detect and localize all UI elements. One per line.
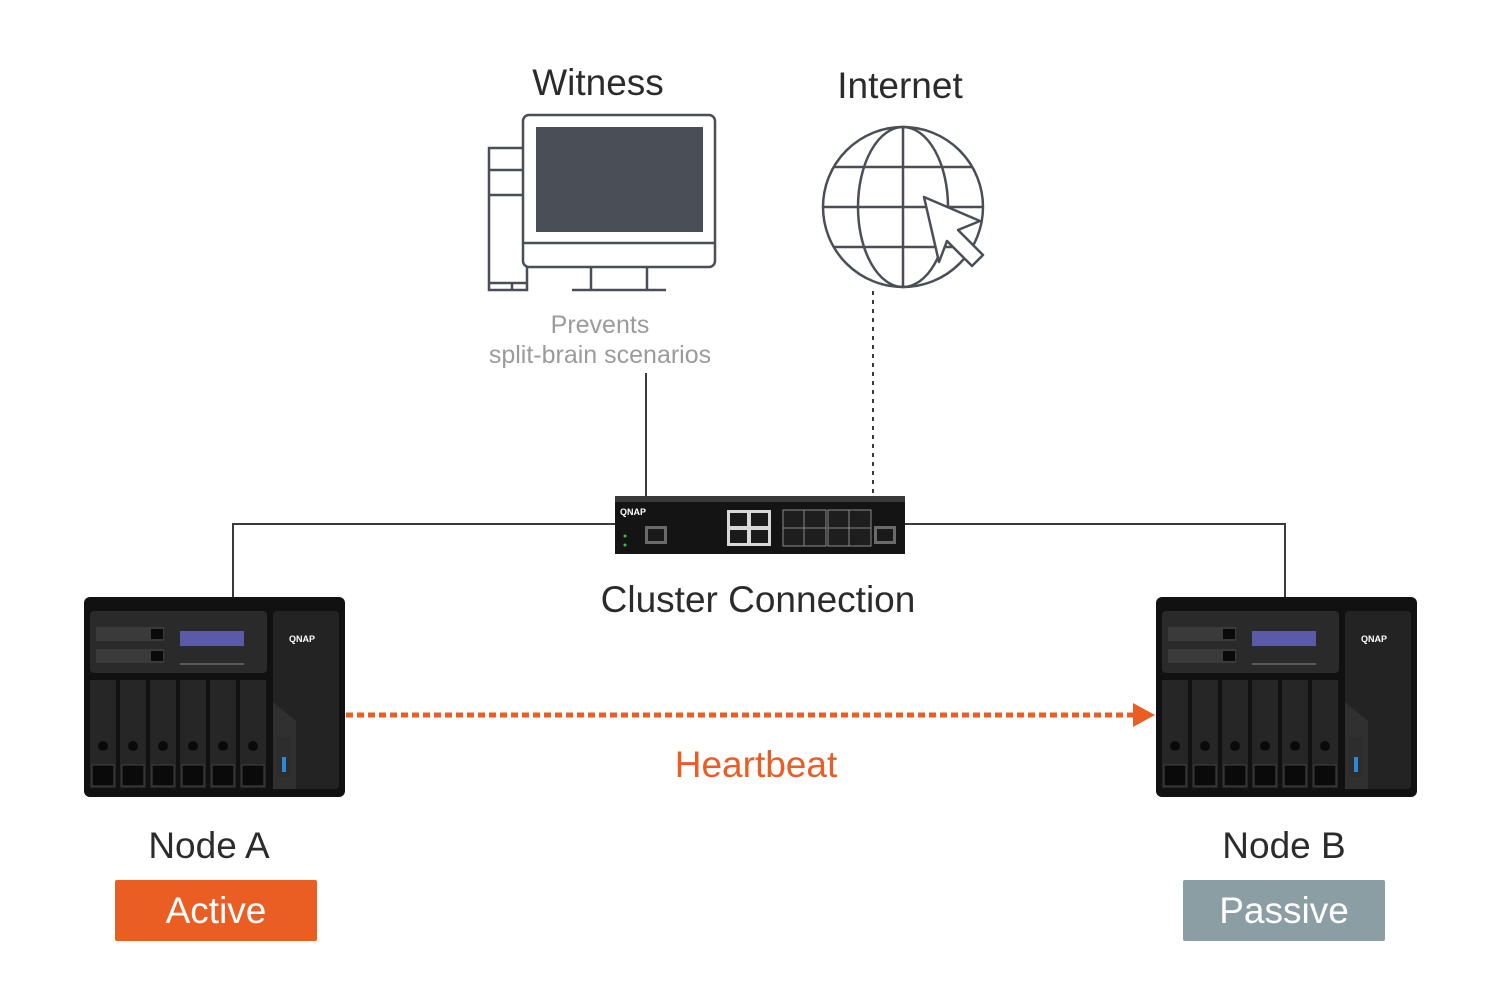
heartbeat-label: Heartbeat: [674, 744, 838, 785]
globe-cursor-icon: [821, 125, 985, 289]
heartbeat-arrow: [346, 703, 1155, 727]
witness-note: Prevents split-brain scenarios: [450, 310, 750, 370]
network-switch: QNAP: [615, 496, 905, 554]
node-b-label: Node B: [1222, 825, 1346, 866]
nas-brand-a: QNAP: [289, 634, 315, 644]
sfp-port-group: [782, 509, 872, 547]
witness-label: Witness: [532, 62, 664, 103]
switch-brand: QNAP: [620, 507, 646, 517]
nas-brand-b: QNAP: [1361, 634, 1387, 644]
cluster-connection-label: Cluster Connection: [600, 579, 916, 620]
node-a-status-badge: Active: [115, 880, 317, 941]
node-a-label: Node A: [148, 825, 270, 866]
node-a-link: [232, 523, 615, 598]
nas-node-b: QNAP: [1156, 597, 1417, 797]
witness-note-line2: split-brain scenarios: [488, 341, 712, 369]
nas-node-a: QNAP: [84, 597, 345, 797]
internet-label: Internet: [837, 65, 963, 106]
rj45-port-group: [727, 510, 771, 546]
witness-note-line1: Prevents: [550, 311, 650, 339]
node-b-status-badge: Passive: [1183, 880, 1385, 941]
node-b-link: [903, 523, 1286, 598]
witness-computer-icon: [487, 113, 717, 292]
